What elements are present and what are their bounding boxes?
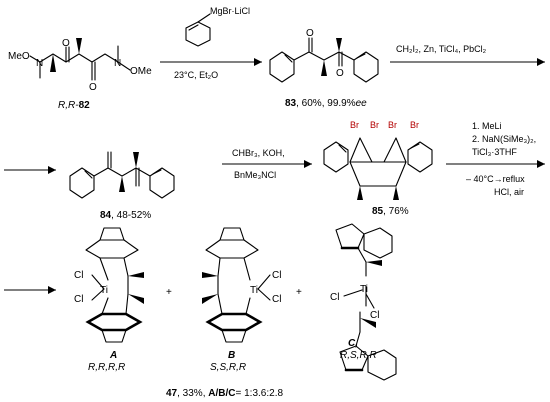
reaction-arrow-row3 [4, 286, 56, 294]
compound-82: MeO N O O N OMe R,R-82 [8, 38, 152, 111]
cl-atom: Cl [74, 270, 83, 281]
product-a-label: A [109, 350, 117, 361]
step4-conditions: – 40°C→reflux [466, 174, 525, 184]
br-atom: Br [370, 120, 379, 130]
compound-83-label: 83, 60%, 99.9%ee [285, 98, 367, 109]
plus-sign: + [296, 287, 302, 298]
plus-sign: + [166, 287, 172, 298]
ti-atom: Ti [100, 285, 108, 296]
cl-atom: Cl [370, 310, 379, 321]
o-atom: O [336, 68, 344, 79]
grignard-reagent: MgBr·LiCl [210, 6, 250, 16]
product-summary: 47, 33%, A/B/C= 1:3.6:2.8 [166, 388, 283, 399]
n-atom: N [114, 58, 121, 69]
step1-conditions: 23°C, Et₂O [174, 70, 218, 80]
meo-label: MeO [8, 51, 30, 62]
step3-conditions: CHBr₃, KOH, [232, 148, 285, 158]
step3-conditions: BnMe₃NCl [234, 170, 276, 180]
n-atom: N [36, 58, 43, 69]
step4-conditions: TiCl₃·3THF [472, 147, 517, 157]
product-a-config: R,R,R,R [88, 362, 125, 373]
cl-atom: Cl [330, 292, 339, 303]
o-atom: O [306, 28, 314, 39]
cl-atom: Cl [272, 270, 281, 281]
product-a: Cl Cl Ti A R,R,R,R [74, 227, 144, 373]
step4-conditions: HCl, air [494, 187, 524, 197]
product-c-config: R,S,R,R [340, 350, 377, 361]
step4-conditions: 1. MeLi [472, 121, 502, 131]
product-b-label: B [228, 350, 235, 361]
cl-atom: Cl [272, 294, 281, 305]
reaction-arrow-4: 1. MeLi 2. NaN(SiMe₃)₂, TiCl₃·3THF – 40°… [446, 121, 545, 197]
cl-atom: Cl [74, 294, 83, 305]
product-c-label: C, [348, 338, 358, 349]
reaction-arrow-row2 [4, 166, 56, 174]
step4-conditions: 2. NaN(SiMe₃)₂, [472, 134, 536, 144]
compound-84: 84, 48-52% [69, 151, 175, 221]
compound-85-label: 85, 76% [372, 206, 409, 217]
product-b-config: S,S,R,R [210, 362, 246, 373]
o-atom: O [62, 38, 70, 49]
o-atom: O [89, 82, 97, 93]
reaction-arrow-1: MgBr·LiCl 23°C, Et₂O [160, 6, 262, 80]
compound-84-label: 84, 48-52% [100, 210, 151, 221]
br-atom: Br [350, 120, 359, 130]
ome-label: OMe [130, 66, 152, 77]
compound-82-label: R,R-82 [58, 100, 90, 111]
ti-atom: Ti [360, 284, 368, 295]
step2-conditions: CH₂I₂, Zn, TiCl₄, PbCl₂ [396, 44, 487, 54]
compound-83: O O 83, 60%, 99.9%ee [269, 28, 379, 109]
compound-85: Br Br Br Br 85, 76% [323, 120, 433, 217]
ti-atom: Ti [250, 285, 258, 296]
reaction-arrow-2: CH₂I₂, Zn, TiCl₄, PbCl₂ [390, 44, 545, 66]
product-b: Cl Cl Ti B S,S,R,R [202, 227, 281, 373]
product-c: Ti Cl Cl C, R,S,R,R [330, 223, 397, 381]
reaction-arrow-3: CHBr₃, KOH, BnMe₃NCl [222, 148, 312, 180]
br-atom: Br [410, 120, 419, 130]
br-atom: Br [388, 120, 397, 130]
